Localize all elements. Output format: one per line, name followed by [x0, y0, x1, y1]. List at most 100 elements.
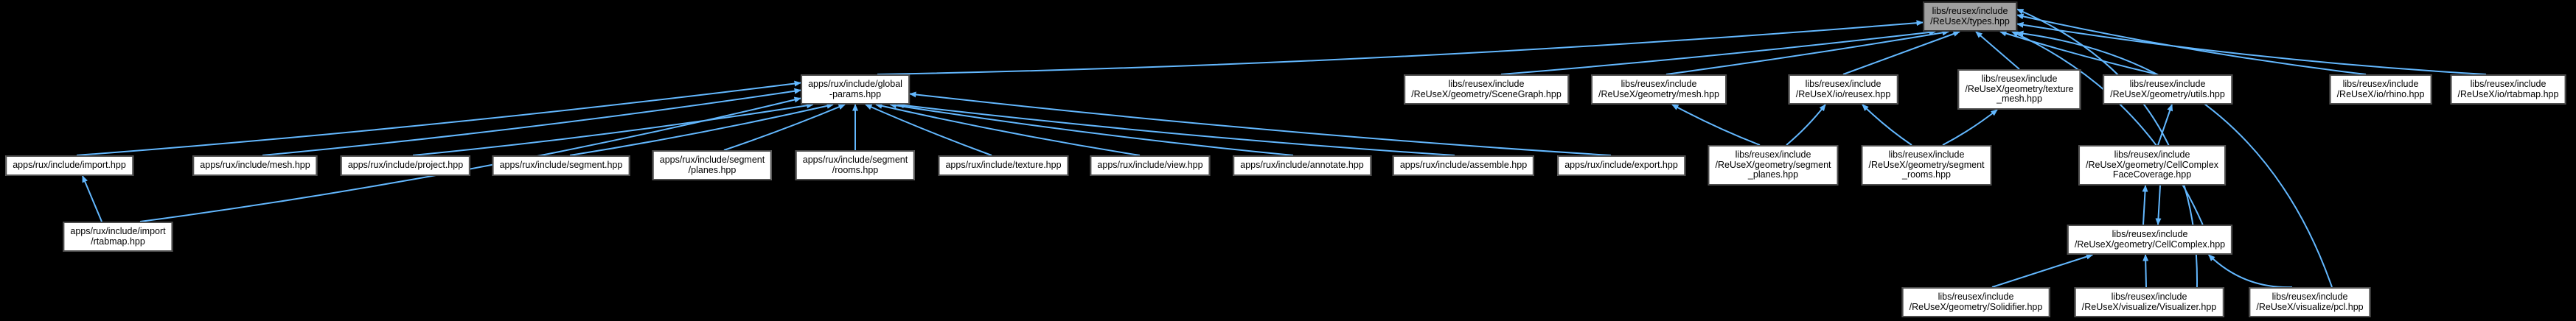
node-texture-mesh[interactable]: libs/reusex/include/ReUseX/geometry/text… — [1957, 69, 2081, 110]
node-a-annotate[interactable]: apps/rux/include/annotate.hpp — [1233, 155, 1371, 176]
node-label-line: libs/reusex/include — [2342, 79, 2419, 89]
node-label-line: libs/reusex/include — [2114, 149, 2190, 160]
node-label-line: /ReUseX/io/reusex.hpp — [1795, 88, 1891, 99]
include-edge-geo_utils-to-types — [1999, 30, 2158, 75]
include-edge-a_mesh-to-global_params — [262, 88, 801, 156]
node-label-line: FaceCoverage.hpp — [2112, 169, 2192, 180]
node-label-line: _mesh.hpp — [1997, 94, 2042, 104]
node-label-line: _planes.hpp — [1747, 169, 1799, 180]
include-edge-a_seg_planes-to-global_params — [723, 104, 846, 151]
include-edge-a_import-to-global_params — [76, 80, 801, 156]
node-a-seg-rooms[interactable]: apps/rux/include/segment/rooms.hpp — [795, 150, 916, 180]
node-a-view[interactable]: apps/rux/include/view.hpp — [1090, 155, 1211, 176]
node-a-import[interactable]: apps/rux/include/import.hpp — [5, 155, 133, 176]
node-label-line: libs/reusex/include — [1938, 292, 2014, 302]
node-label-line: /ReUseX/visualize/pcl.hpp — [2256, 301, 2364, 312]
node-a-seg-planes[interactable]: apps/rux/include/segment/planes.hpp — [652, 150, 773, 180]
include-edge-a_annotate-to-global_params — [889, 102, 1294, 156]
include-edge-l_seg_planes-to-geo_mesh — [1671, 104, 1761, 146]
include-edge-geo_mesh-to-types — [1665, 29, 1950, 75]
node-label-line: /ReUseX/visualize/Visualizer.hpp — [2081, 301, 2217, 312]
node-label-line: -params.hpp — [829, 88, 882, 99]
node-label-line: libs/reusex/include — [1805, 79, 1881, 89]
include-edge-a_project-to-global_params — [412, 102, 814, 156]
node-label-line: libs/reusex/include — [1735, 149, 1811, 160]
node-label-line: /ReUseX/io/rhino.hpp — [2336, 88, 2425, 99]
node-a-assemble[interactable]: apps/rux/include/assemble.hpp — [1392, 155, 1535, 176]
node-label-line: apps/rux/include/view.hpp — [1097, 160, 1203, 170]
node-label-line: libs/reusex/include — [1932, 6, 2008, 16]
node-label-line: /ReUseX/io/rtabmap.hpp — [2457, 88, 2559, 99]
node-label-line: apps/rux/include/global — [808, 79, 902, 89]
node-label-line: libs/reusex/include — [1621, 79, 1697, 89]
node-global-params[interactable]: apps/rux/include/global-params.hpp — [801, 74, 910, 105]
node-visualizer[interactable]: libs/reusex/include/ReUseX/visualize/Vis… — [2074, 287, 2224, 317]
include-edge-a_export-to-global_params — [909, 91, 1612, 156]
node-label-line: apps/rux/include/export.hpp — [1564, 160, 1678, 170]
node-io-reusex[interactable]: libs/reusex/include/ReUseX/io/reusex.hpp — [1788, 74, 1898, 105]
include-edge-a_segment-to-global_params — [569, 102, 834, 156]
node-solidifier[interactable]: libs/reusex/include/ReUseX/geometry/Soli… — [1901, 287, 2050, 317]
include-edge-solidifier-to-cellcomplex — [1991, 253, 2094, 288]
node-pcl[interactable]: libs/reusex/include/ReUseX/visualize/pcl… — [2249, 287, 2371, 317]
node-label-line: /ReUseX/geometry/Solidifier.hpp — [1909, 301, 2043, 312]
node-cellcomplex[interactable]: libs/reusex/include/ReUseX/geometry/Cell… — [2067, 225, 2233, 255]
node-a-mesh[interactable]: apps/rux/include/mesh.hpp — [192, 155, 318, 176]
node-a-texture[interactable]: apps/rux/include/texture.hpp — [938, 155, 1069, 176]
node-label-line: /ReUseX/geometry/utils.hpp — [2110, 88, 2225, 99]
node-label-line: /ReUseX/geometry/CellComplex.hpp — [2074, 239, 2226, 250]
node-label-line: libs/reusex/include — [1888, 149, 1965, 160]
node-label-line: libs/reusex/include — [2272, 292, 2348, 302]
include-edge-pcl-to-types — [2016, 30, 2333, 288]
node-label-line: /rtabmap.hpp — [91, 236, 145, 247]
node-scenegraph[interactable]: libs/reusex/include/ReUseX/geometry/Scen… — [1404, 74, 1569, 105]
node-a-export[interactable]: apps/rux/include/export.hpp — [1557, 155, 1685, 176]
include-edge-io_rhino-to-types — [2016, 13, 2367, 75]
include-edge-io_reusex-to-types — [1842, 31, 1960, 75]
node-label-line: apps/rux/include/import — [70, 226, 166, 236]
include-edge-l_facecoverage-to-cellcomplex — [2155, 185, 2162, 225]
node-types[interactable]: libs/reusex/include/ReUseX/types.hpp — [1923, 1, 2017, 32]
include-edge-l_seg_planes-to-io_reusex — [1786, 104, 1826, 146]
include-edge-global_params-to-types — [877, 20, 1924, 75]
include-edge-io_rtabmap-to-types — [2016, 21, 2487, 75]
node-label-line: apps/rux/include/mesh.hpp — [200, 160, 310, 170]
node-label-line: apps/rux/include/import.hpp — [13, 160, 126, 170]
node-a-project[interactable]: apps/rux/include/project.hpp — [340, 155, 471, 176]
node-io-rhino[interactable]: libs/reusex/include/ReUseX/io/rhino.hpp — [2329, 74, 2432, 105]
node-label-line: /ReUseX/types.hpp — [1930, 15, 2010, 27]
node-label-line: apps/rux/include/project.hpp — [347, 160, 464, 170]
node-label-line: /ReUseX/geometry/segment — [1868, 159, 1985, 170]
include-edge-l_seg_rooms-to-io_reusex — [1862, 104, 1912, 146]
include-edge-texture_mesh-to-types — [1975, 31, 2020, 70]
node-label-line: apps/rux/include/segment — [659, 155, 765, 165]
include-edge-l_seg_rooms-to-texture_mesh — [1942, 109, 1998, 146]
node-label-line: libs/reusex/include — [2470, 79, 2547, 89]
node-label-line: /ReUseX/geometry/mesh.hpp — [1598, 88, 1719, 99]
include-edge-a_assemble-to-global_params — [897, 102, 1455, 156]
node-label-line: apps/rux/include/texture.hpp — [945, 160, 1062, 170]
node-label-line: /ReUseX/geometry/SceneGraph.hpp — [1411, 88, 1562, 99]
node-label-line: apps/rux/include/annotate.hpp — [1240, 160, 1364, 170]
include-edge-scenegraph-to-types — [1500, 29, 1937, 75]
node-label-line: _rooms.hpp — [1901, 169, 1952, 180]
node-a-import-rtabmap[interactable]: apps/rux/include/import/rtabmap.hpp — [63, 222, 173, 252]
node-l-facecoverage[interactable]: libs/reusex/include/ReUseX/geometry/Cell… — [2078, 145, 2226, 186]
include-edge-cellcomplex-to-l_facecoverage — [2142, 185, 2148, 225]
node-a-segment[interactable]: apps/rux/include/segment.hpp — [492, 155, 630, 176]
node-label-line: /ReUseX/geometry/CellComplex — [2086, 159, 2218, 170]
node-label-line: apps/rux/include/segment — [802, 155, 908, 165]
include-edge-a_texture-to-global_params — [865, 104, 992, 156]
node-geo-utils[interactable]: libs/reusex/include/ReUseX/geometry/util… — [2103, 74, 2232, 105]
include-edge-l_facecoverage-to-geo_utils — [2157, 104, 2173, 146]
node-l-seg-rooms[interactable]: libs/reusex/include/ReUseX/geometry/segm… — [1861, 145, 1992, 186]
node-label-line: libs/reusex/include — [2111, 292, 2187, 302]
node-geo-mesh[interactable]: libs/reusex/include/ReUseX/geometry/mesh… — [1591, 74, 1727, 105]
node-l-seg-planes[interactable]: libs/reusex/include/ReUseX/geometry/segm… — [1708, 145, 1839, 186]
include-edge-a_view-to-global_params — [875, 102, 1141, 156]
node-label-line: /ReUseX/geometry/segment — [1715, 159, 1831, 170]
include-edge-a_import_rtabmap-to-global_params — [139, 96, 801, 222]
node-io-rtabmap[interactable]: libs/reusex/include/ReUseX/io/rtabmap.hp… — [2450, 74, 2566, 105]
